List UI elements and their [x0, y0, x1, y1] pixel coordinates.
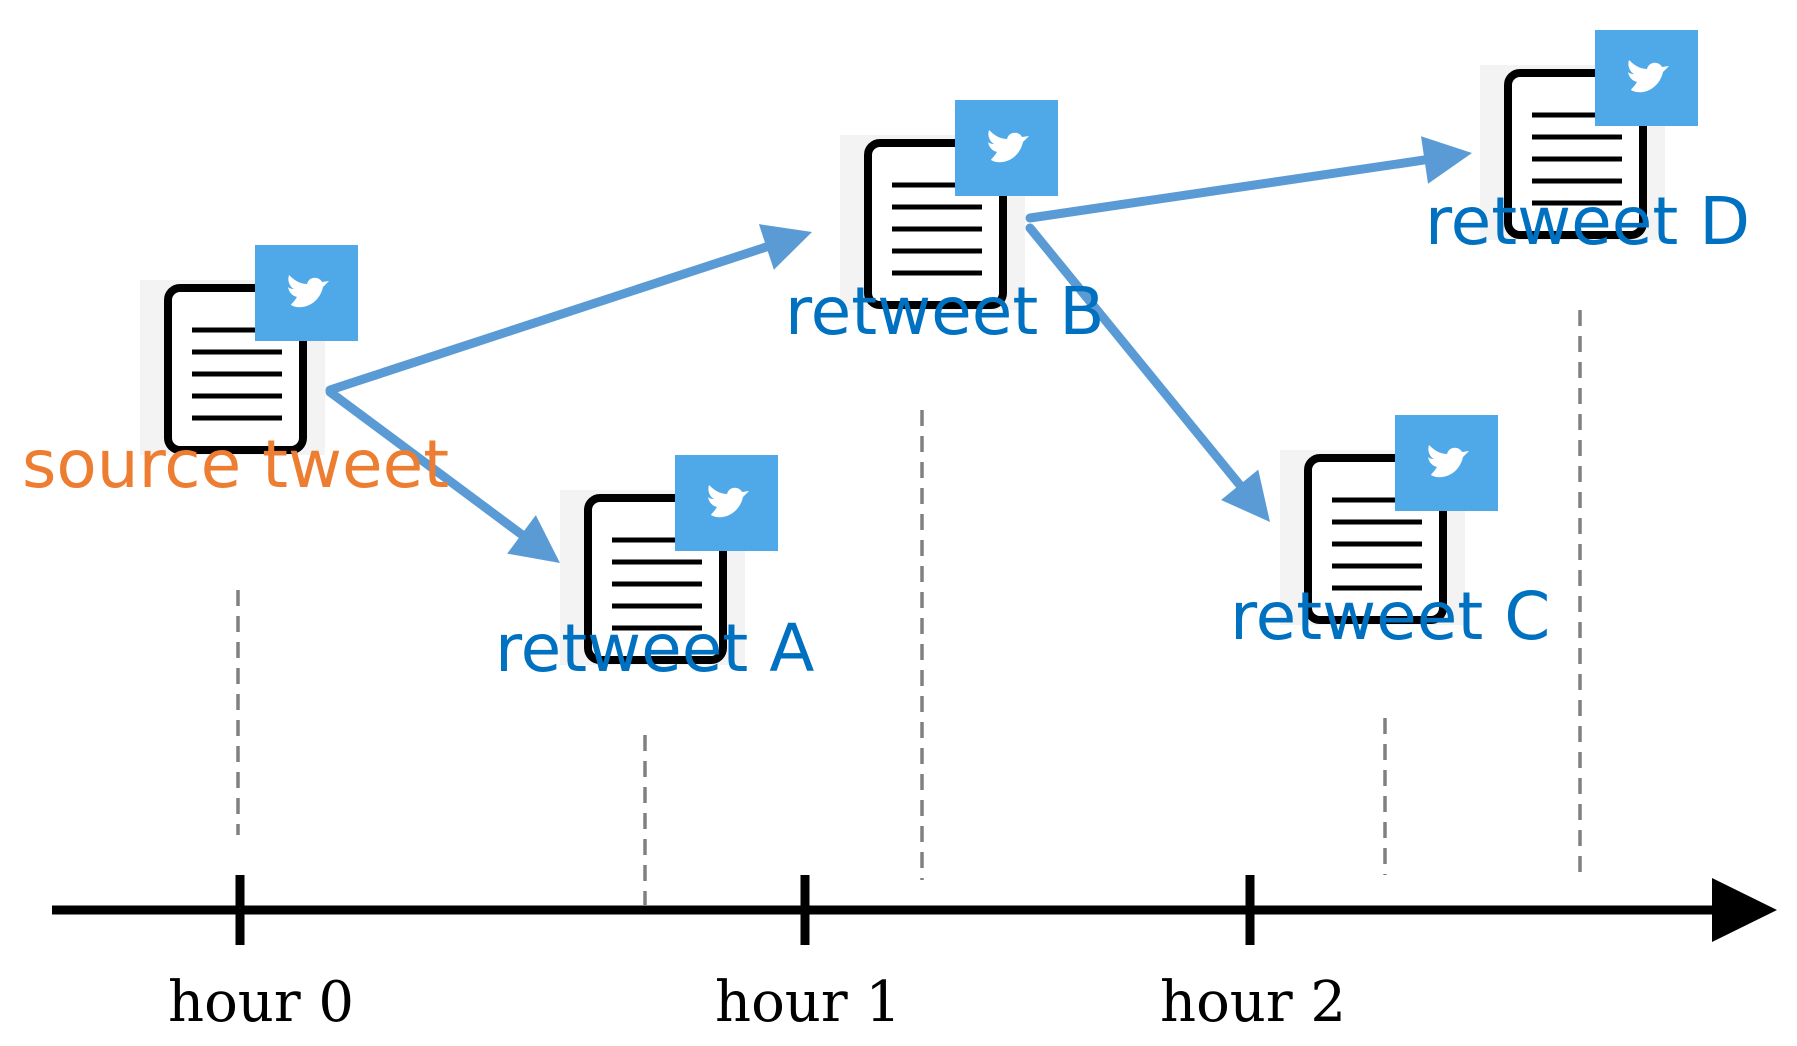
twitter-bird-icon [955, 100, 1058, 196]
timeline-arrowhead [1712, 878, 1777, 942]
edge-source-a [325, 387, 526, 539]
retweet-b-label: retweet B [785, 273, 1105, 350]
hour-1-label: hour 1 [715, 970, 902, 1035]
node-b [840, 100, 1058, 310]
edge-arrowhead-b-c [1221, 469, 1270, 522]
edge-arrowhead-source-b [758, 224, 812, 270]
retweet-c-label: retweet C [1230, 578, 1551, 655]
edge-arrowhead-source-a [507, 515, 560, 563]
twitter-bird-icon [675, 455, 778, 551]
retweet-d-label: retweet D [1425, 183, 1751, 260]
twitter-bird-icon [1595, 30, 1698, 126]
twitter-bird-icon [1395, 415, 1498, 511]
hour-0-label: hour 0 [168, 970, 355, 1035]
node-source [140, 245, 358, 455]
twitter-bird-icon [255, 245, 358, 341]
hour-2-label: hour 2 [1160, 970, 1347, 1035]
node-c [1280, 415, 1498, 625]
node-d [1480, 30, 1698, 240]
edge-arrowhead-b-d [1421, 136, 1472, 184]
edge-source-b [325, 242, 771, 395]
edge-b-c [1025, 223, 1245, 490]
source-tweet-label: source tweet [22, 426, 450, 503]
retweet-a-label: retweet A [495, 610, 815, 687]
node-a [560, 455, 778, 665]
edge-b-d [1025, 155, 1430, 223]
